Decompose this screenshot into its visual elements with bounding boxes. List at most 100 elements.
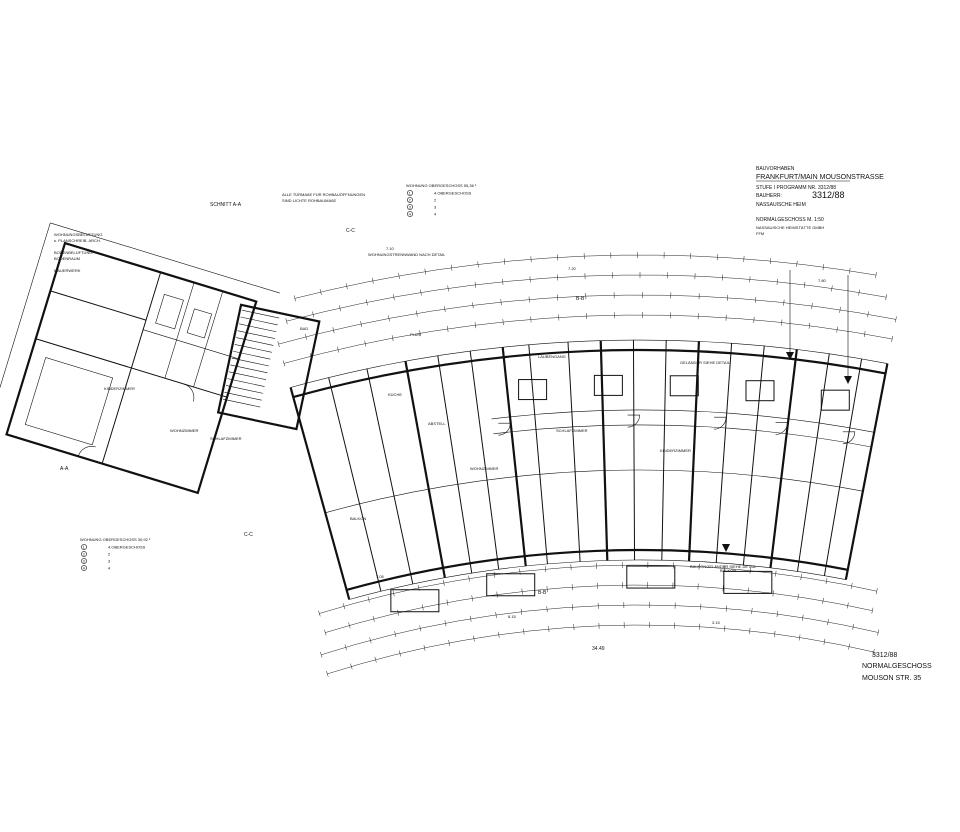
- section-mark-aa: A-A: [60, 466, 69, 472]
- stamp-line-2: NORMALGESCHOSS: [862, 663, 932, 670]
- dim-label-3: 7.80: [818, 278, 827, 283]
- legend-bottom-marker-3: [81, 558, 87, 564]
- room-labels: WOHNZIMMERSCHLAFZIMMERKINDERZIMMERBADKÜC…: [104, 326, 736, 573]
- title-line-2: FRANKFURT/MAIN MOUSONSTRASSE: [756, 174, 884, 181]
- partition-wall-14: [715, 343, 733, 563]
- bathroom-block-5: [820, 389, 850, 411]
- title-line-6: NORMALGESCHOSS M. 1:50: [756, 217, 824, 223]
- legend-top-value-3: 3: [434, 205, 437, 210]
- partition-wall-13: [687, 341, 701, 562]
- partition-wall-17: [797, 353, 830, 572]
- door-swing-4: [775, 422, 788, 435]
- room-label-3: KINDERZIMMER: [104, 386, 135, 391]
- left-note-3: BODENBELÜFTUNG: [54, 250, 92, 255]
- legend-top-number-3: 3: [409, 205, 412, 210]
- legend-top: WOHNUNG OBERGESCHOSS 55,36 ² 1 4.OBERGESC…: [406, 183, 477, 217]
- legend-bottom-marker-2: [81, 551, 87, 557]
- legend-bottom-header: WOHNUNG OBERGESCHOSS 30,92 ²: [80, 537, 151, 542]
- legend-top-number-2: 2: [409, 198, 412, 203]
- legend-bottom-value-2: 2: [108, 552, 111, 557]
- bathroom-block-3: [669, 375, 699, 397]
- legend-top-header: WOHNUNG OBERGESCHOSS 55,36 ²: [406, 183, 477, 188]
- bathroom-block-1: [518, 379, 548, 401]
- room-label-1: WOHNZIMMER: [170, 428, 199, 433]
- room-label-6: FLUR: [410, 332, 421, 337]
- room-label-2: SCHLAFZIMMER: [210, 436, 242, 441]
- gelaender-bottom-label: BALKONGELÄNDER SIEHE DETAIL: [690, 564, 757, 569]
- building-outline: [289, 339, 889, 613]
- wall-arc-4: [346, 548, 848, 591]
- partition-wall-18: [823, 358, 863, 576]
- left-note-1: WOHNUNGSBELÜFTUNG: [54, 232, 102, 237]
- wall-arc-5: [349, 559, 846, 600]
- title-line-5: NASSAUISCHE HEIM: [756, 202, 806, 208]
- legend-bottom-number-3: 3: [83, 559, 86, 564]
- dim-label-6: 8.15: [508, 614, 517, 619]
- partition-wall-11: [632, 340, 636, 561]
- title-line-7: NASSAUISCHE HEIMSTÄTTE GMBH: [756, 225, 824, 230]
- room-label-9: WOHNZIMMER: [470, 466, 499, 471]
- legend-top-value-4: 4: [434, 212, 437, 217]
- wall-note-1: WOHNUNGSTRENNWAND NACH DETAIL: [368, 252, 446, 257]
- wall-arc-1: [290, 339, 888, 388]
- legend-top-value-1: 4.OBERGESCHOSS: [434, 191, 472, 196]
- partition-wall-8: [528, 344, 548, 564]
- room-label-7: ABSTELL: [428, 421, 446, 426]
- section-arrow-3: [722, 544, 730, 552]
- partition-wall-3: [366, 368, 414, 585]
- dimension-line-3: [278, 294, 896, 345]
- laubengang-label: LAUBENGANG: [538, 354, 566, 359]
- room-label-4: BAD: [300, 326, 308, 331]
- section-mark-cc-top: C-C: [346, 228, 355, 234]
- section-mark-cc-left: C-C: [244, 532, 253, 538]
- note-door-sizes-2: SIND LICHTE ROHBAUMAßE: [282, 198, 337, 203]
- partition-wall-2: [328, 377, 382, 592]
- drawing-stamp: 3312/88 NORMALGESCHOSS MOUSON STR. 35: [862, 652, 932, 682]
- section-aa-label: SCHNITT A-A: [210, 202, 242, 208]
- legend-top-marker-3: [407, 204, 413, 210]
- drawing-number: 3312/88: [812, 190, 845, 200]
- legend-top-value-2: 2: [434, 198, 437, 203]
- partition-wall-19: [844, 363, 889, 580]
- title-line-4: BAUHERR:: [756, 193, 782, 199]
- title-line-3: STUFE I PROGRAMM NR. 3312/88: [756, 185, 836, 191]
- dim-label-4: 7.05: [376, 574, 385, 579]
- legend-bottom-value-3: 3: [108, 559, 111, 564]
- partition-wall-1: [289, 387, 351, 600]
- bathroom-block-2: [593, 374, 623, 396]
- partition-wall-7: [501, 347, 527, 567]
- legend-bottom-marker-4: [81, 565, 87, 571]
- room-label-8: BALKON: [350, 516, 366, 521]
- left-note-5: MAUERWERK: [54, 268, 81, 273]
- legend-bottom-number-2: 2: [83, 552, 86, 557]
- legend-bottom-number-4: 4: [83, 566, 86, 571]
- stair-block: [216, 303, 321, 431]
- legend-bottom-number-1: 1: [83, 545, 86, 550]
- gelaender-top-label: GELÄNDER SIEHE DETAIL: [680, 360, 731, 365]
- title-line-1: BAUVORHABEN: [756, 166, 795, 172]
- dim-label-5: 3.15: [712, 620, 721, 625]
- legend-top-marker-2: [407, 197, 413, 203]
- title-line-8: FFM: [756, 231, 764, 236]
- left-note-2: s. PLANSCHREIB. ARCH.: [54, 238, 101, 243]
- room-label-11: KINDERZIMMER: [660, 448, 691, 453]
- stamp-line-3: MOUSON STR. 35: [862, 675, 921, 682]
- wall-arc-3: [325, 469, 863, 514]
- stamp-line-1: 3312/88: [872, 652, 897, 659]
- partition-wall-12: [661, 340, 667, 561]
- room-label-12: BALKON: [720, 568, 736, 573]
- overall-dimension: 34.49: [592, 646, 605, 652]
- legend-top-number-1: 1: [409, 191, 412, 196]
- door-swing-3: [714, 416, 727, 430]
- partition-wall-5: [437, 355, 473, 574]
- partition-wall-9: [567, 341, 581, 562]
- door-swing-1: [498, 422, 511, 436]
- balcony-2: [486, 573, 536, 597]
- note-door-sizes-1: ALLE TÜRMAßE FÜR ROHBAUÖFFNUNGEN: [282, 192, 365, 197]
- legend-top-marker-1: [407, 190, 413, 196]
- partition-wall-16: [769, 349, 798, 568]
- wall-arc-2: [292, 348, 886, 399]
- dim-label-1: 7.10: [386, 246, 395, 251]
